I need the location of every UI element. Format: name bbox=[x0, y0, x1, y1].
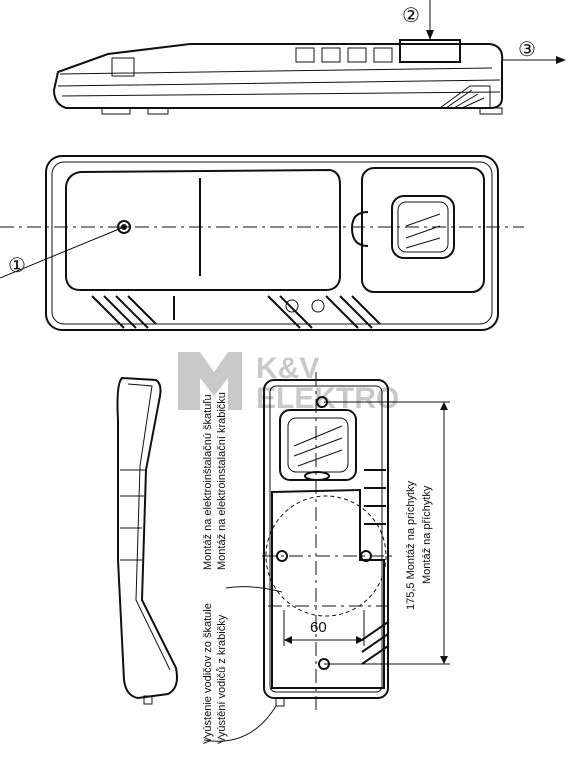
callout-3: ③ bbox=[518, 39, 536, 61]
label-mount-box-sk: Montáž na elektroinštalačnú škatuľu bbox=[202, 394, 214, 570]
base-bottom-view bbox=[203, 372, 450, 742]
dimension-width: 60 bbox=[310, 619, 327, 636]
label-cable-exit-cz: Vyústění vodičů z krabičky bbox=[216, 614, 228, 744]
top-view bbox=[0, 155, 524, 331]
dimension-height: 175,5 bbox=[405, 582, 417, 610]
label-clip-mount-sk: 175,5 Montáž na príchytky bbox=[405, 480, 417, 610]
label-mount-box-cz: Montáž na elektroinstalační krabičku bbox=[216, 392, 228, 570]
label-clip-mount-sk-text: Montáž na príchytky bbox=[405, 480, 417, 579]
callout-2: ② bbox=[402, 5, 420, 27]
label-cable-exit-sk: Vyústenie vodičov zo škatule bbox=[202, 603, 214, 744]
handset bbox=[116, 376, 178, 705]
label-clip-mount-cz: Montáž na příchytky bbox=[421, 485, 433, 584]
side-view bbox=[52, 0, 566, 115]
callout-1: ① bbox=[8, 255, 26, 277]
